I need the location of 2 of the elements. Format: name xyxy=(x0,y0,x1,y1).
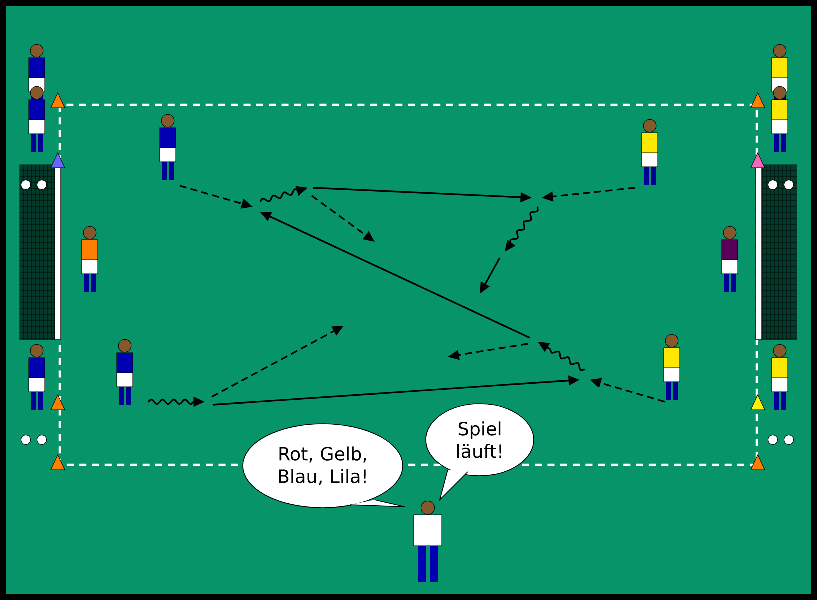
speech-bubble: Rot, Gelb, Blau, Lila! xyxy=(242,424,406,508)
speech-bubble: Spiel läuft! xyxy=(426,404,534,502)
